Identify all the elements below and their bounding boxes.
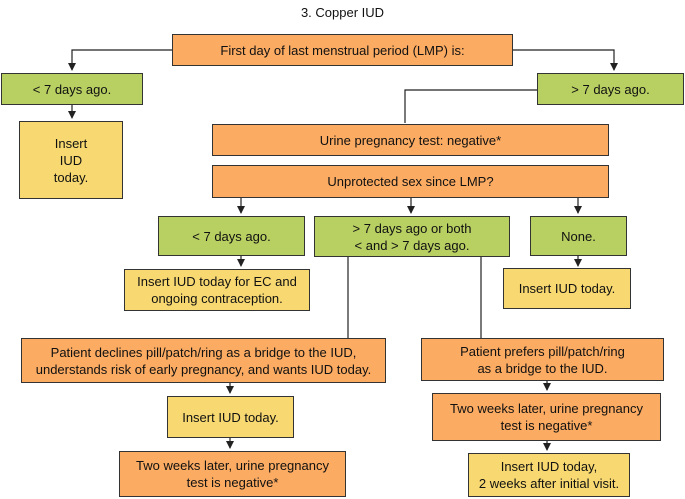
insert-2weeks-box: Insert IUD today, 2 weeks after initial … — [468, 453, 630, 497]
insert-today-top-box: Insert IUD today. — [19, 121, 123, 199]
diagram-title: 3. Copper IUD — [300, 5, 385, 20]
unprotected-sex-box: Unprotected sex since LMP? — [212, 165, 609, 198]
prefers-box: Patient prefers pill/patch/ring as a bri… — [421, 338, 664, 381]
gt7-both-box: > 7 days ago or both < and > 7 days ago. — [314, 216, 510, 257]
lt7-top-box: < 7 days ago. — [1, 73, 143, 105]
two-weeks-left-box: Two weeks later, urine pregnancy test is… — [119, 451, 346, 497]
lmp-box: First day of last menstrual period (LMP)… — [172, 34, 513, 66]
two-weeks-right-box: Two weeks later, urine pregnancy test is… — [432, 393, 661, 441]
arrow-lmp-to-gt7 — [513, 49, 618, 71]
declines-box: Patient declines pill/patch/ring as a br… — [21, 338, 386, 383]
lt7-mid-box: < 7 days ago. — [158, 216, 305, 256]
line-gt7-to-urine — [404, 89, 537, 123]
insert-ec-box: Insert IUD today for EC and ongoing cont… — [124, 269, 310, 311]
arrow-lmp-to-lt7 — [68, 49, 172, 71]
insert-none-box: Insert IUD today. — [503, 268, 631, 309]
insert-left-box: Insert IUD today. — [167, 396, 294, 438]
urine-negative-box: Urine pregnancy test: negative* — [212, 124, 609, 156]
gt7-top-box: > 7 days ago. — [537, 73, 684, 105]
none-box: None. — [530, 216, 627, 256]
